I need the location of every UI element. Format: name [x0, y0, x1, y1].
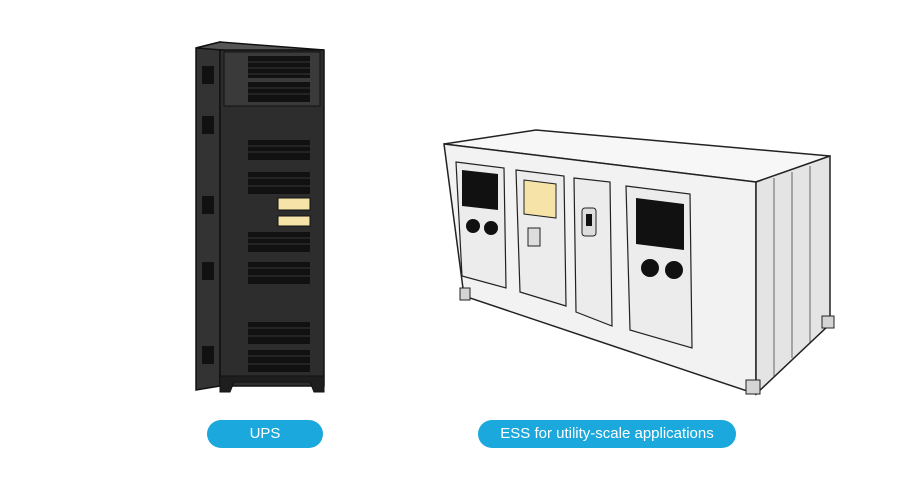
ess-label: ESS for utility-scale applications	[478, 420, 736, 448]
battery-container-illustration	[443, 129, 835, 396]
ups-label: UPS	[207, 420, 323, 448]
ups-cabinet-illustration	[195, 41, 325, 393]
